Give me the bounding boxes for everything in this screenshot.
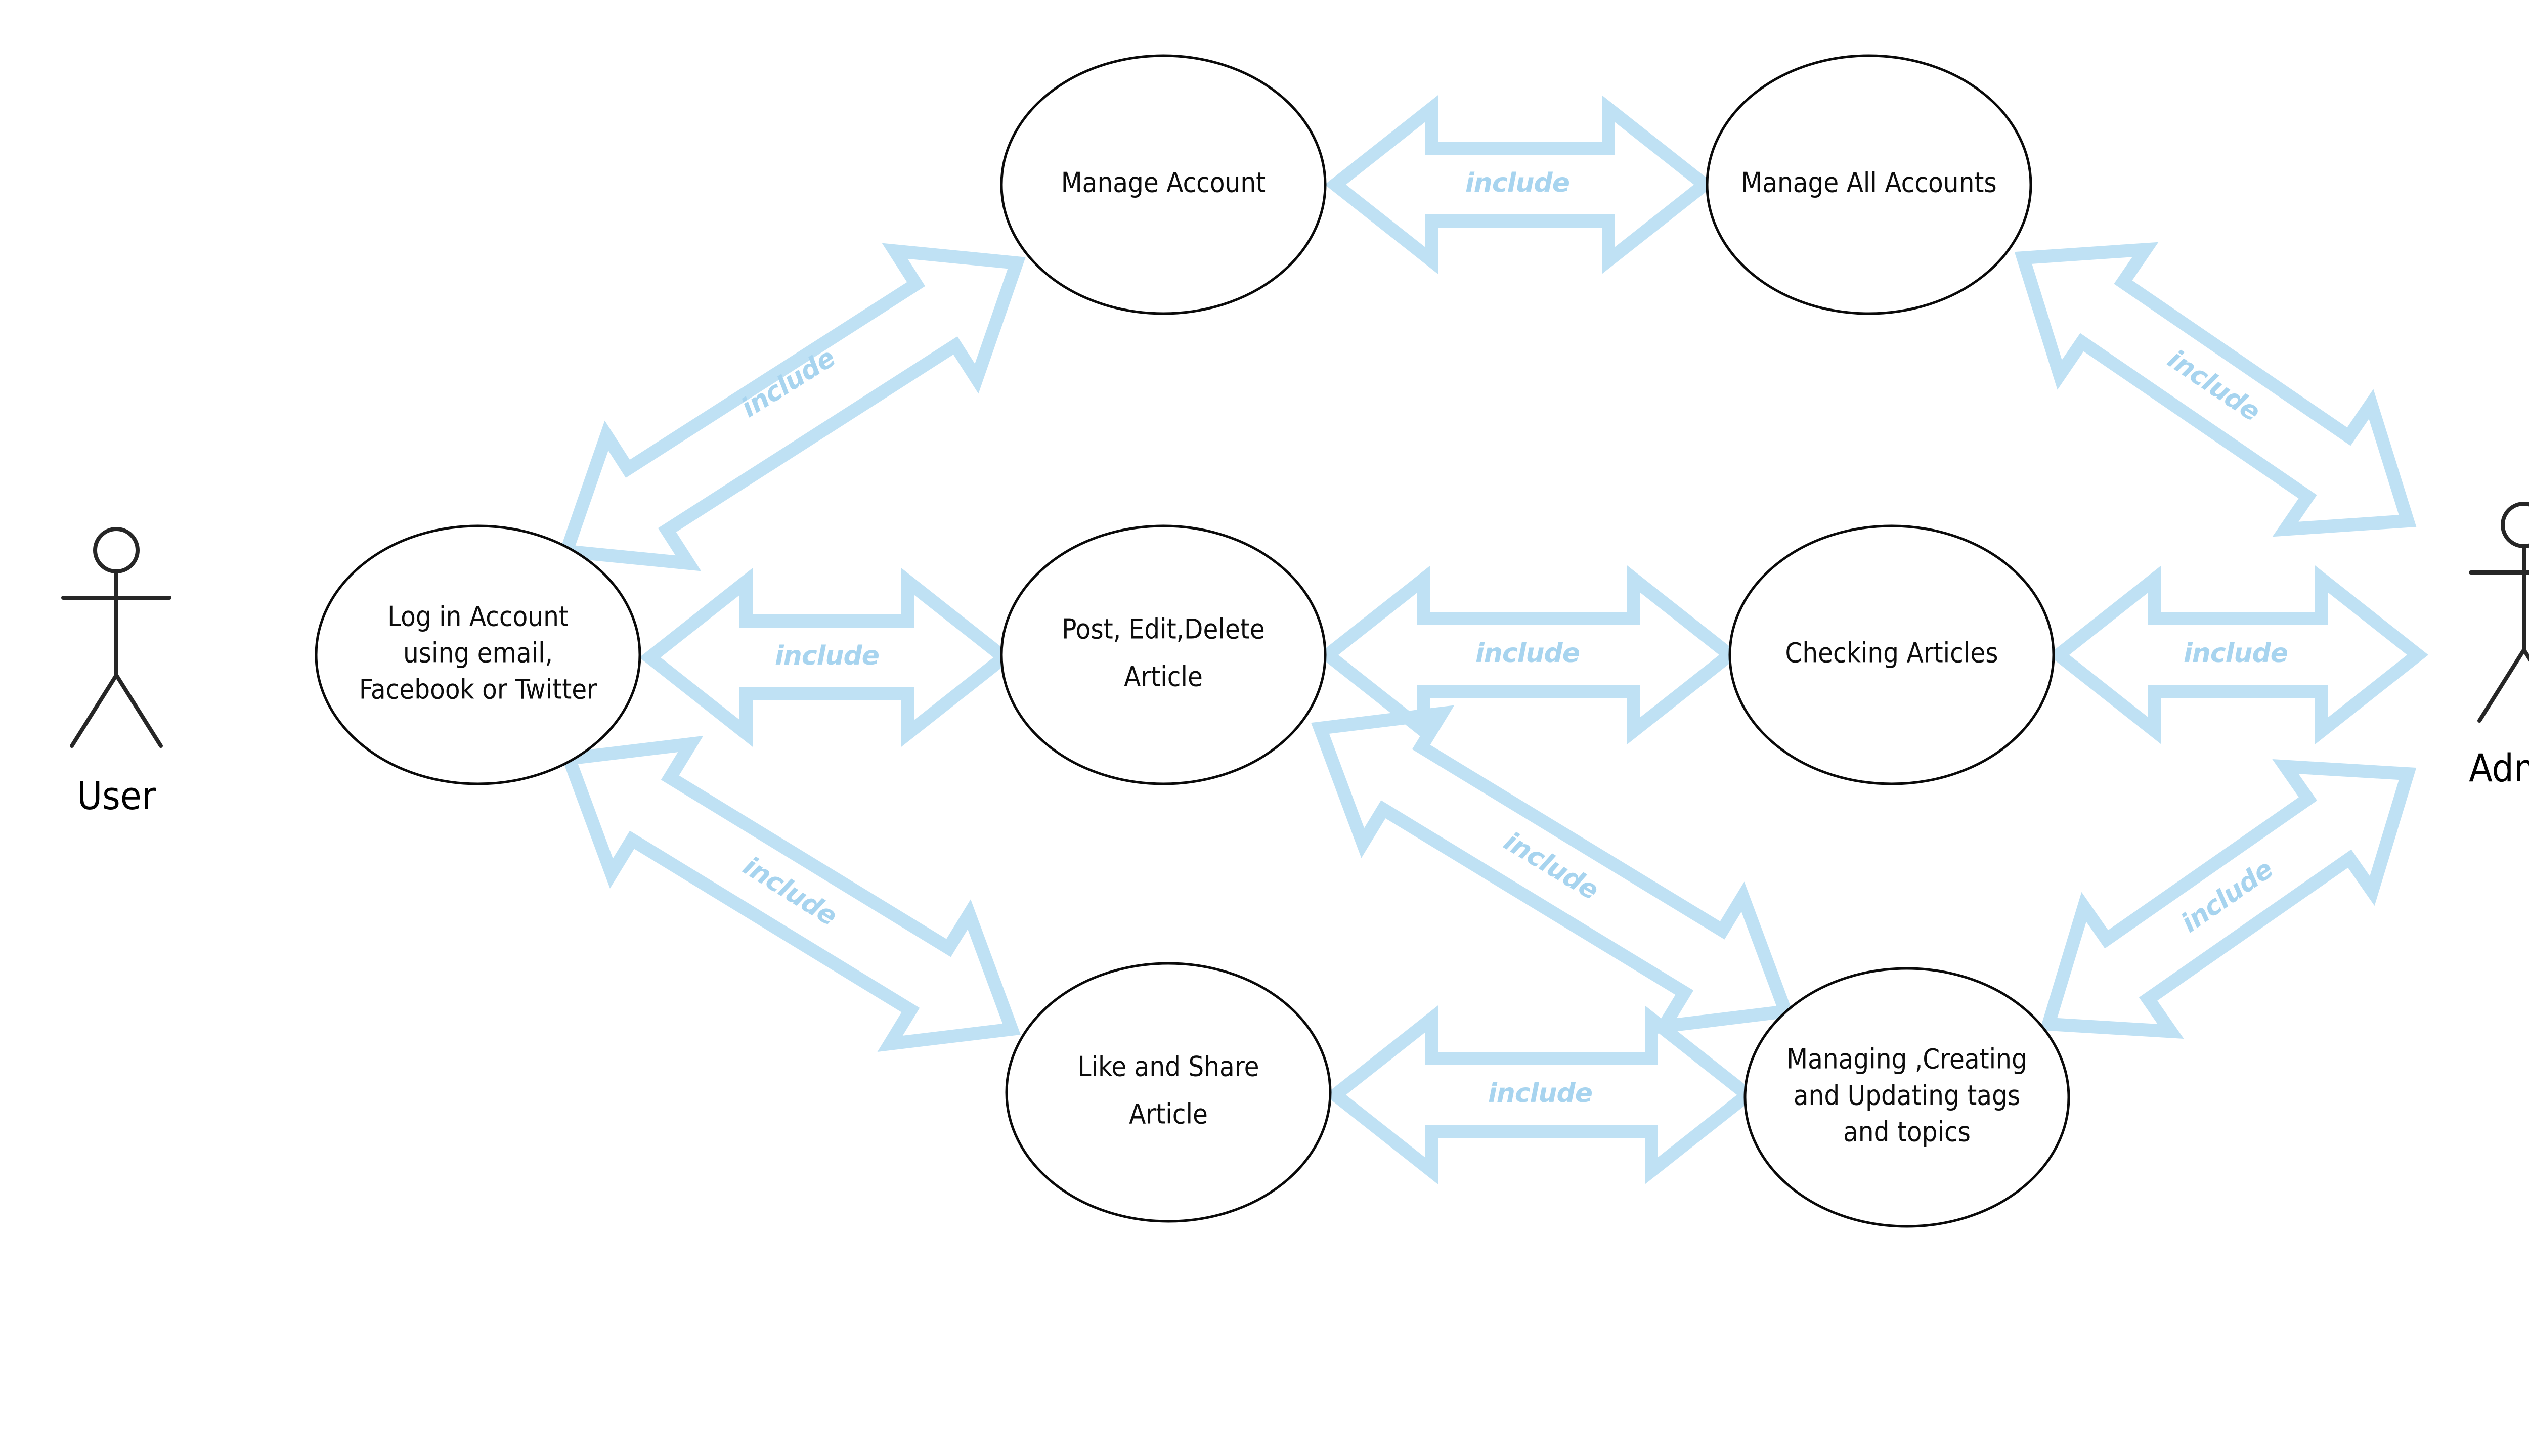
use-case-label-line: Checking Articles <box>1785 637 1998 669</box>
relationship-label-include: include <box>1465 168 1569 198</box>
use-case-label-line: Article <box>1124 661 1203 693</box>
use-case-log-in-account[interactable]: Log in Account using email, Facebook or Tw… <box>315 524 641 785</box>
actor-left-leg-icon <box>70 673 118 748</box>
use-case-label-line: Like and Share <box>1077 1051 1259 1083</box>
actor-name-label: User <box>77 773 156 818</box>
use-case-label-line: and topics <box>1843 1116 1971 1148</box>
use-case-label-line: Article <box>1129 1098 1208 1130</box>
use-case-ellipse[interactable] <box>1000 524 1327 785</box>
use-case-label-line: using email, <box>403 637 553 669</box>
actor-right-leg-icon <box>114 673 163 748</box>
use-case-ellipse[interactable] <box>1000 54 1327 315</box>
use-case-label-line: Manage Account <box>1061 167 1266 199</box>
use-case-ellipse[interactable] <box>1743 967 2070 1228</box>
relationship-label-include: include <box>775 641 879 671</box>
use-case-managing-creating-updating-tags-topics[interactable]: Managing ,Creating and Updating tags and t… <box>1743 967 2070 1228</box>
use-case-label-line: Post, Edit,Delete <box>1062 613 1264 645</box>
actor-admin[interactable]: Admin <box>2469 502 2529 790</box>
actor-user[interactable]: User <box>61 527 171 818</box>
use-case-label-line: Facebook or Twitter <box>359 674 597 705</box>
use-case-label-line: and Updating tags <box>1794 1080 2020 1112</box>
use-case-ellipse[interactable] <box>315 524 641 785</box>
relationship-label-include: include <box>1475 638 1580 669</box>
relationship-label-include: include <box>1488 1078 1592 1109</box>
actor-right-leg-icon <box>2522 648 2529 662</box>
use-case-checking-articles[interactable]: Checking Articles <box>1728 524 2055 785</box>
include-arrow <box>2039 759 2417 1039</box>
use-case-manage-all-accounts[interactable]: Manage All Accounts <box>1706 54 2032 315</box>
use-case-manage-account[interactable]: Manage Account <box>1000 54 1327 315</box>
actor-head-icon <box>2501 502 2529 548</box>
actors-layer: User Admin <box>61 502 2529 818</box>
actor-head-icon <box>93 527 140 573</box>
use-case-label-line: Manage All Accounts <box>1741 167 1996 199</box>
include-arrow <box>557 243 1026 571</box>
actor-left-leg-icon <box>2477 648 2526 723</box>
include-arrow <box>1325 95 1715 274</box>
use-case-label-line: Managing ,Creating <box>1786 1043 2027 1075</box>
use-case-ellipse[interactable] <box>1005 962 1332 1223</box>
relationship-label-include: include <box>2184 638 2288 669</box>
use-case-ellipse[interactable] <box>1706 54 2032 315</box>
actor-name-label: Admin <box>2469 745 2529 790</box>
use-case-label-line: Log in Account <box>387 601 569 633</box>
include-arrow <box>2048 565 2428 744</box>
include-arrow <box>2014 242 2417 537</box>
use-case-ellipse[interactable] <box>1728 524 2055 785</box>
include-arrow <box>560 736 1021 1052</box>
